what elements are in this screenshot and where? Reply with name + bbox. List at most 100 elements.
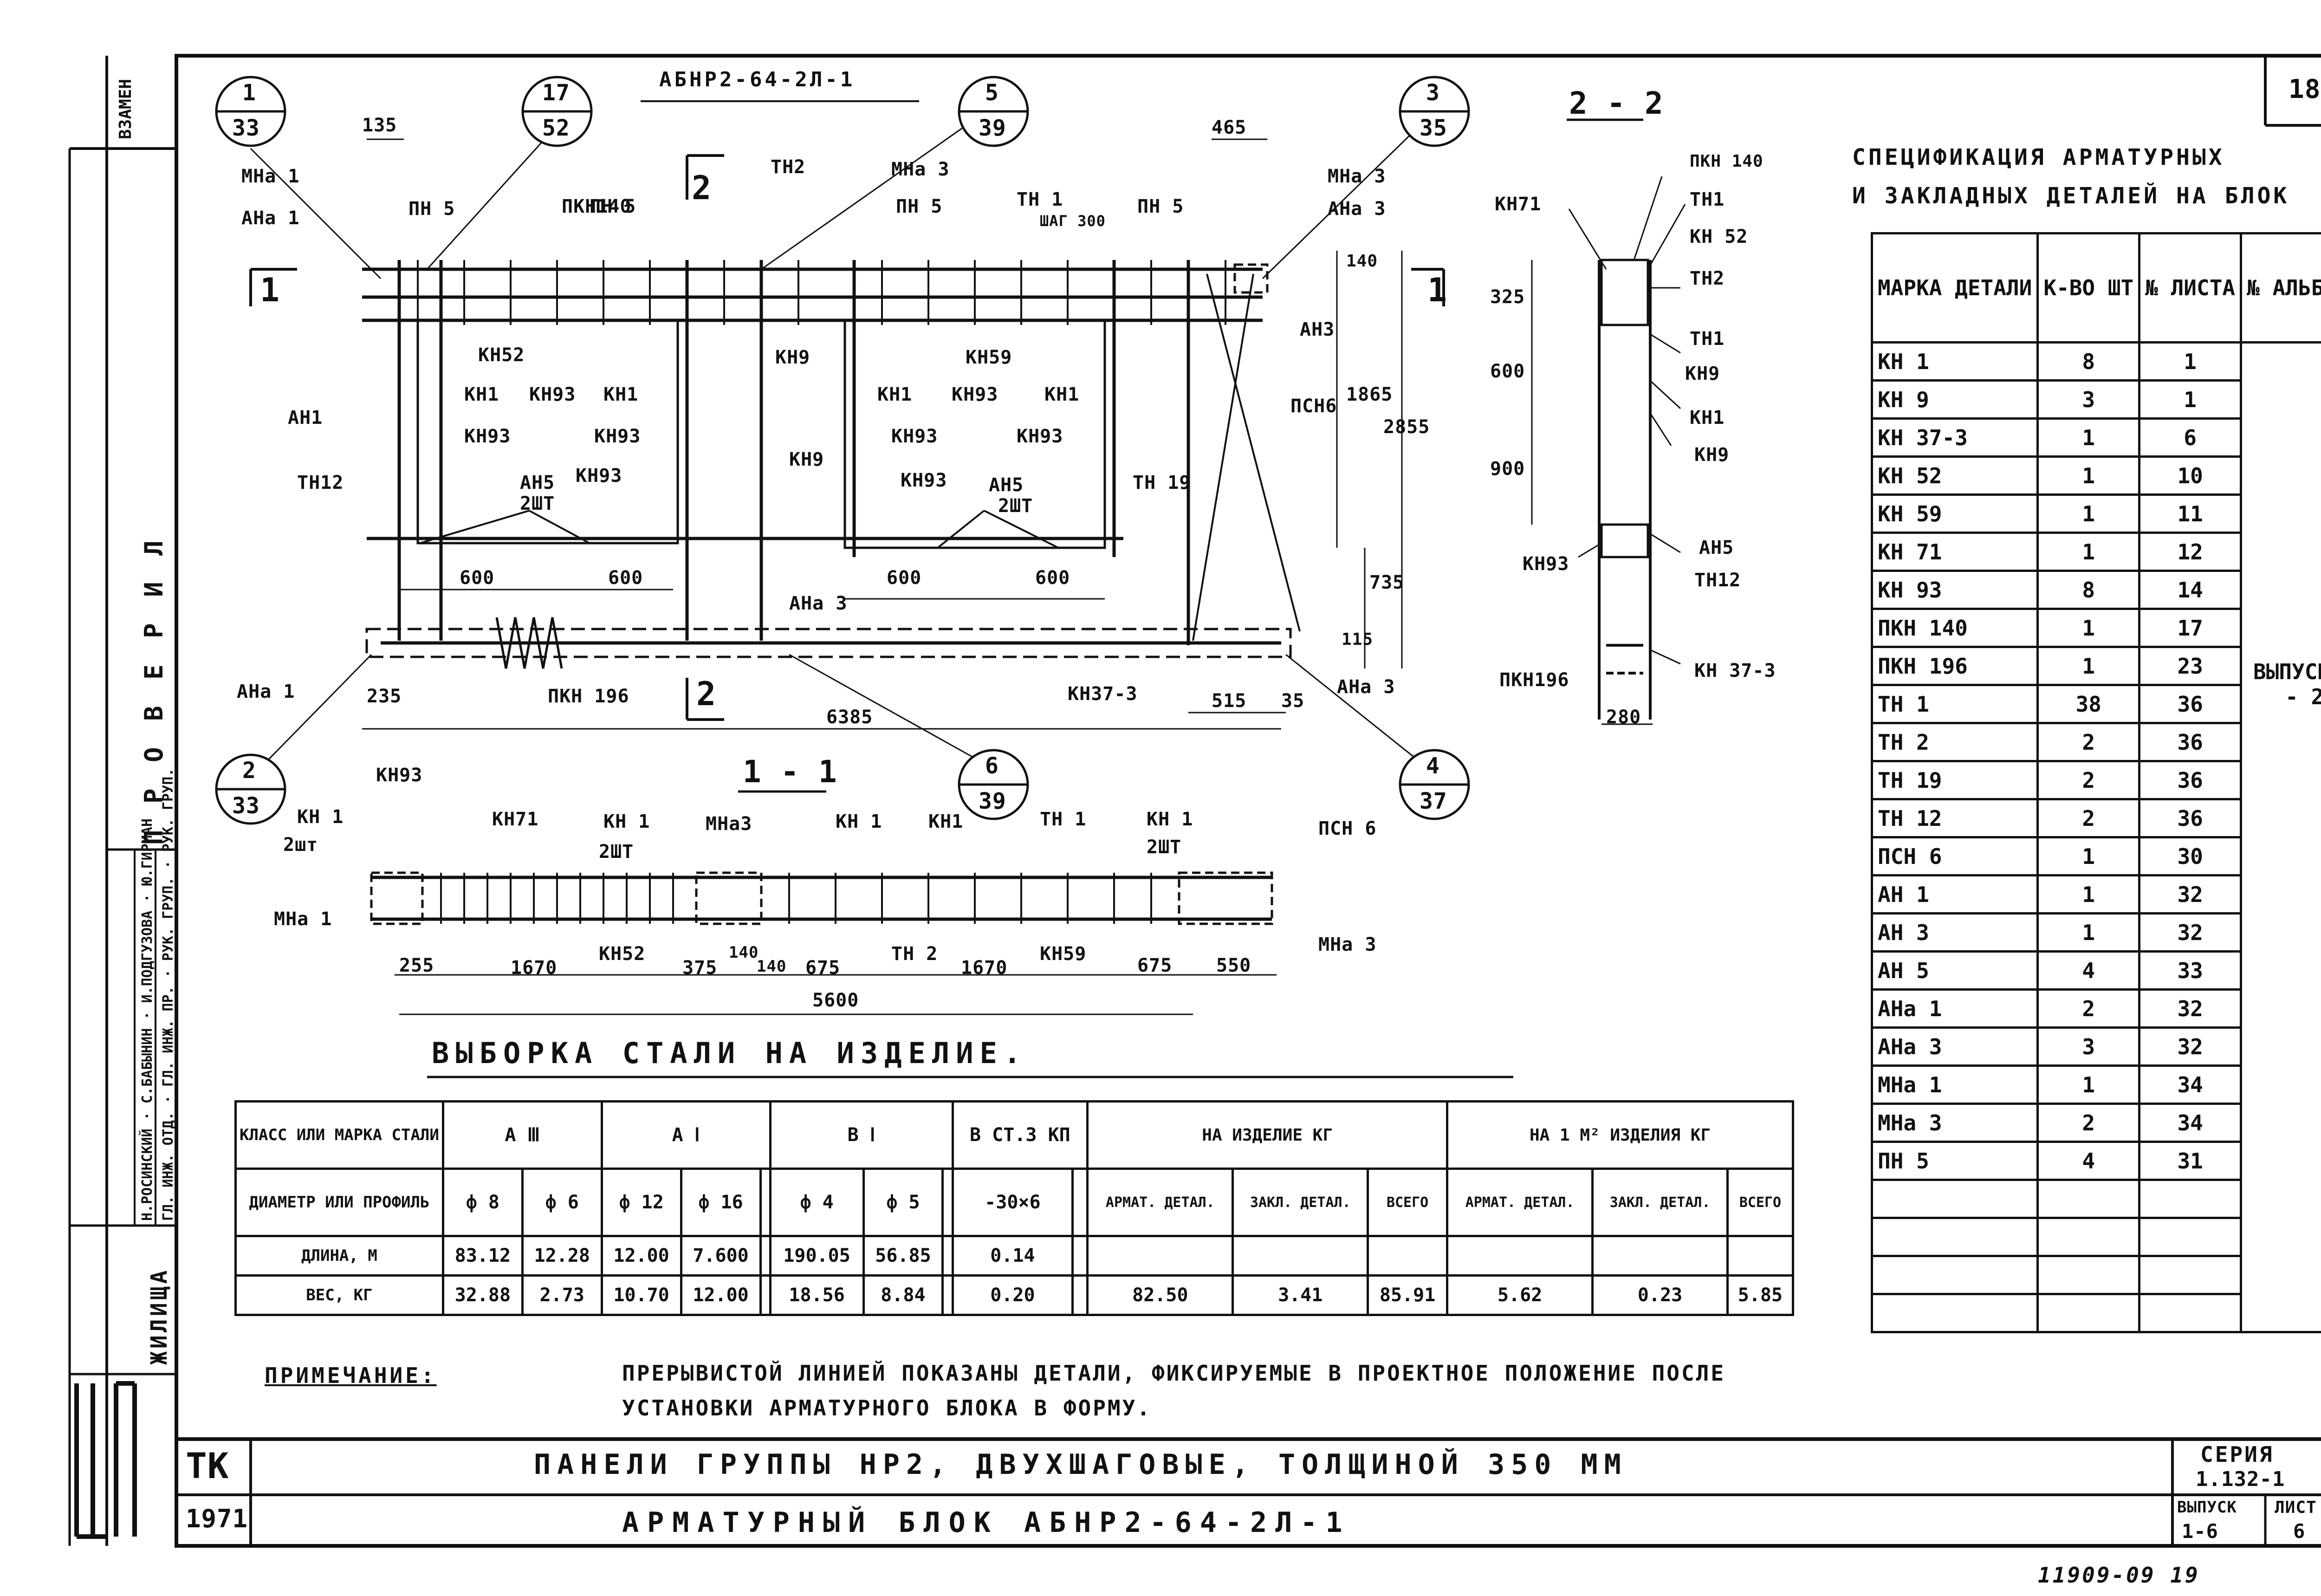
- plan-label-tn12: ТН12: [297, 472, 344, 493]
- title-sheet-label: ЛИСТ: [2275, 1498, 2317, 1517]
- spec-empty-cell: [2036, 1293, 2141, 1333]
- steel-length-8: 0.14: [951, 1235, 1074, 1277]
- plan-label-kn52: КН52: [478, 344, 525, 366]
- plan-label-kn93-h: КН93: [901, 470, 947, 491]
- steel-empty-cell: [1591, 1235, 1729, 1277]
- dim-1865: 1865: [1346, 384, 1393, 405]
- stamp-names: Н.РОСИНСКИЙ · С.БАБЫНИН · И.ПОДГУЗОВА · …: [139, 818, 156, 1221]
- plan-label-tn2: ТН2: [771, 156, 806, 178]
- callout-3-bottom: 39: [979, 115, 1006, 141]
- steel-length-1: 12.28: [521, 1235, 603, 1277]
- note-line-1: ПРЕРЫВИСТОЙ ЛИНИЕЙ ПОКАЗАНЫ ДЕТАЛИ, ФИКС…: [622, 1361, 1726, 1386]
- spec-cell-mark: АНа 1: [1870, 988, 2039, 1029]
- stamp-role-2: ГЛ. ИНЖ. ПР.: [160, 986, 176, 1087]
- plan-label-tn1: ТН 1: [1017, 189, 1063, 210]
- plan-label-kn1-b: КН1: [603, 384, 639, 405]
- spec-empty-cell: [2036, 1217, 2141, 1257]
- steel-total-5: 5.85: [1726, 1274, 1795, 1316]
- callout-5-39: [958, 76, 1029, 147]
- steel-weight-1: 2.73: [521, 1274, 603, 1316]
- spec-cell-mark: КН 37-3: [1870, 417, 2039, 458]
- spec-cell-count: 1: [2036, 455, 2141, 496]
- steel-sub-header-2: ВСЕГО: [1367, 1168, 1449, 1237]
- plan-label-kn9-a: КН9: [775, 347, 810, 368]
- plan-label-ana1-b: АНа 1: [237, 681, 295, 702]
- spec-cell-count: 2: [2036, 1103, 2141, 1143]
- plan-label-an5-a: АН5: [520, 472, 555, 493]
- callout-4-bottom: 35: [1420, 115, 1447, 141]
- spec-cell-sheet: 32: [2138, 1026, 2243, 1067]
- stamp-name-2: С.БАБЫНИН: [139, 1028, 156, 1104]
- steel-diameter-4: [759, 1168, 772, 1237]
- plan-label-kn93-b: КН93: [464, 426, 511, 447]
- plan-label-kn93-g: КН93: [1017, 426, 1063, 447]
- s11-label-tn1: ТН 1: [1040, 809, 1087, 830]
- spec-cell-mark: КН 71: [1870, 532, 2039, 572]
- callout-6-39: [958, 749, 1029, 820]
- steel-weight-4: [759, 1274, 772, 1316]
- spec-cell-count: 4: [2036, 1141, 2141, 1181]
- steel-weight-3: 12.00: [680, 1274, 762, 1316]
- spec-cell-count: 1: [2036, 608, 2141, 648]
- spec-cell-count: 1: [2036, 836, 2141, 876]
- steel-row-header-weight: ВЕС, КГ: [234, 1274, 444, 1316]
- steel-diameter-6: ф 5: [862, 1168, 944, 1237]
- s22-label-kn1: КН1: [1690, 407, 1725, 428]
- plan-label-kn1-c: КН1: [877, 384, 913, 405]
- spec-cell-sheet: 34: [2138, 1064, 2243, 1105]
- plan-label-pn5-d: ПН 5: [1137, 196, 1184, 217]
- plan-label-kn93-c: КН93: [594, 426, 641, 447]
- s22-label-kn9-b: КН9: [1694, 444, 1730, 466]
- s22-label-tn2: ТН2: [1690, 268, 1725, 289]
- s22-label-kn52: КН 52: [1690, 226, 1748, 247]
- plan-label-tn19: ТН 19: [1133, 472, 1191, 493]
- plan-label-pn5-c: ПН 5: [896, 196, 943, 217]
- plan-label-pn5-b: ПН 5: [590, 196, 636, 217]
- callout-4-37: [1399, 749, 1470, 820]
- spec-cell-sheet: 32: [2138, 988, 2243, 1029]
- dim-465: 465: [1212, 117, 1247, 138]
- steel-empty-cell: [1232, 1235, 1369, 1277]
- s11-label-tn2: ТН 2: [891, 943, 938, 965]
- plan-label-mna1: МНа 1: [241, 166, 300, 187]
- steel-table: КЛАСС ИЛИ МАРКА СТАЛИ А Ⅲ А Ⅰ В Ⅰ В СТ.3…: [234, 1100, 1795, 1316]
- steel-empty-cell: [1367, 1235, 1449, 1277]
- steel-weight-8: 0.20: [951, 1274, 1074, 1316]
- dim-2855: 2855: [1383, 416, 1430, 438]
- plan-label-pkn196: ПКН 196: [548, 686, 629, 707]
- steel-class-b1: В Ⅰ: [769, 1100, 954, 1170]
- plan-label-kn9-b: КН9: [789, 449, 824, 470]
- s11-label-mna3-b: МНа 3: [1318, 934, 1377, 955]
- spec-title-2: И ЗАКЛАДНЫХ ДЕТАЛЕЙ НА БЛОК: [1852, 183, 2290, 209]
- steel-weight-6: 8.84: [862, 1274, 944, 1316]
- spec-cell-mark: КН 93: [1870, 570, 2039, 610]
- s11-dim-5600: 5600: [812, 990, 859, 1011]
- plan-label-an1: АН1: [288, 407, 323, 428]
- callout-5-top: 2: [242, 758, 256, 784]
- steel-length-9: [1071, 1235, 1089, 1277]
- spec-cell-mark: АН 5: [1870, 950, 2039, 991]
- spec-cell-mark: ПСН 6: [1870, 836, 2039, 876]
- plan-label-ana1: АНа 1: [241, 208, 300, 229]
- dim-235: 235: [367, 686, 402, 707]
- callout-2-top: 17: [542, 80, 570, 106]
- spec-empty-row: [1870, 1217, 2321, 1257]
- plan-label-step300: ШАГ 300: [1040, 212, 1106, 230]
- spec-cell-mark: КН 59: [1870, 493, 2039, 534]
- plan-label-kn93-f: КН93: [952, 384, 998, 405]
- spec-cell-sheet: 23: [2138, 646, 2243, 686]
- plan-label-an5-b: АН5: [989, 474, 1024, 496]
- steel-class-vst3kp: В СТ.3 КП: [951, 1100, 1089, 1170]
- spec-header-mark: МАРКА ДЕТАЛИ: [1870, 232, 2039, 344]
- spec-cell-sheet: 30: [2138, 836, 2243, 876]
- steel-weight-2: 10.70: [600, 1274, 682, 1316]
- steel-per-m2-header: НА 1 М² ИЗДЕЛИЯ КГ: [1446, 1100, 1794, 1170]
- spec-cell-sheet: 36: [2138, 684, 2243, 724]
- s22-dim-600: 600: [1490, 361, 1525, 382]
- plan-label-psn6: ПСН6: [1290, 396, 1337, 417]
